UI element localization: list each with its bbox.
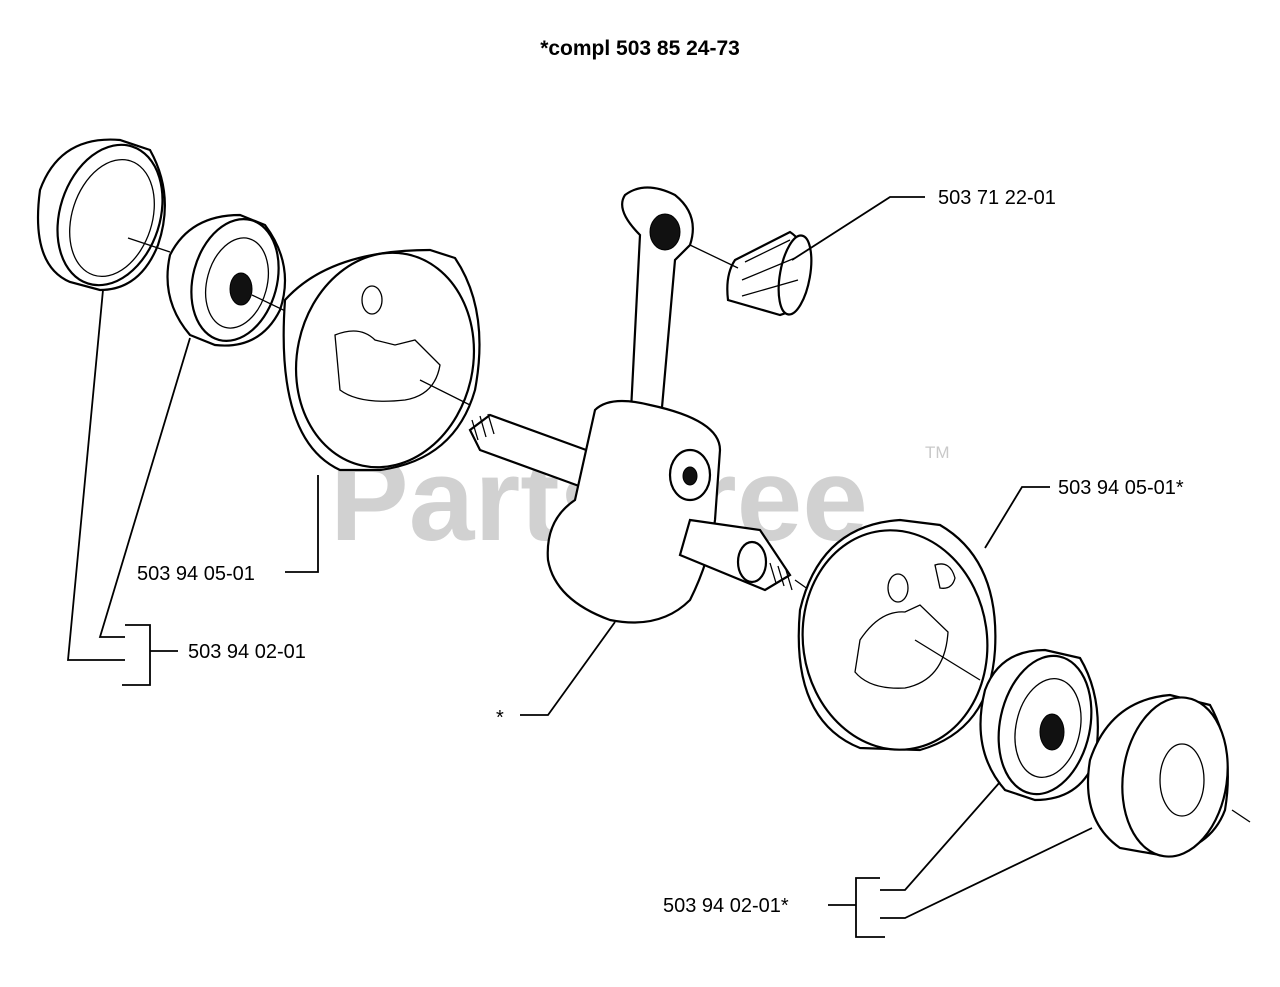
- callout-crankshaft-assembly: *: [496, 707, 504, 729]
- leader-lines: [67, 196, 1093, 938]
- left-seal-ring: [36, 138, 171, 292]
- crankshaft: [468, 186, 813, 624]
- left-crank-half: [282, 248, 481, 472]
- callout-bearing-seal-right: 503 94 02-01*: [663, 895, 789, 917]
- svg-text:TM: TM: [925, 443, 950, 462]
- left-ball-bearing: [166, 213, 301, 347]
- right-ball-bearing: [979, 648, 1099, 802]
- right-seal-ring: [1086, 693, 1251, 858]
- callout-crank-half-right: 503 94 05-01*: [1058, 477, 1184, 499]
- callout-bearing-seal-left: 503 94 02-01: [188, 641, 306, 663]
- diagram-title: *compl 503 85 24-73: [540, 37, 740, 60]
- right-crank-half: [797, 518, 997, 752]
- needle-bearing: [689, 230, 813, 317]
- callout-crank-half-left: 503 94 05-01: [137, 563, 255, 585]
- callout-needle-bearing: 503 71 22-01: [938, 187, 1056, 209]
